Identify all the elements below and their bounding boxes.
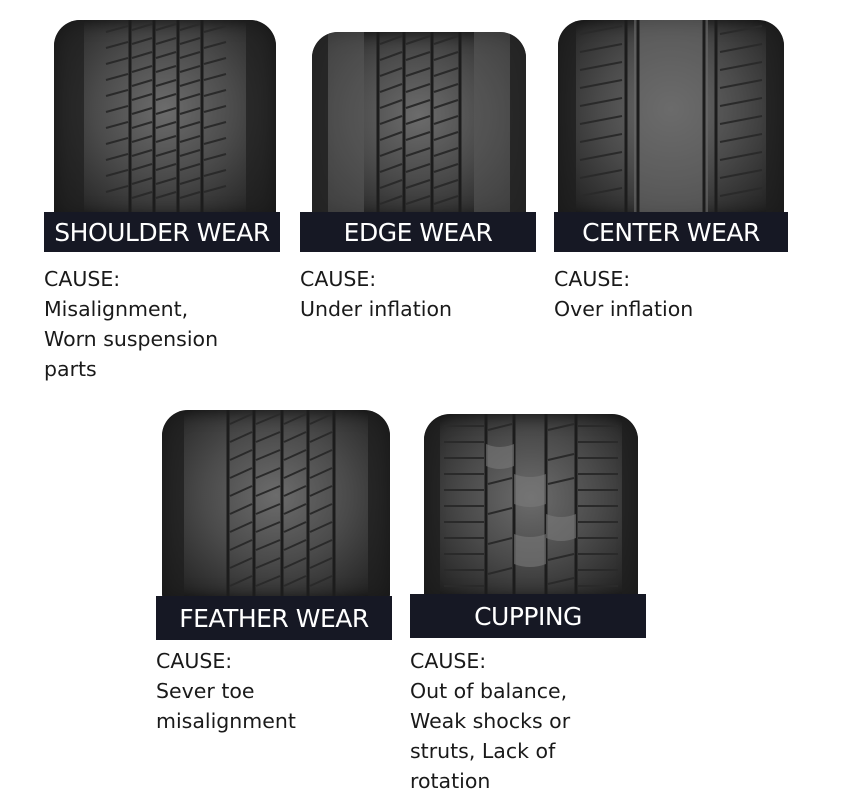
cause-line: Worn suspension (44, 327, 219, 351)
shoulder-wear-cause: CAUSE: Misalignment, Worn suspension par… (44, 264, 280, 384)
feather-wear-label: FEATHER WEAR (156, 596, 392, 640)
center-wear-label: CENTER WEAR (554, 212, 788, 252)
feather-wear-tire-image (162, 410, 390, 600)
shoulder-wear-label: SHOULDER WEAR (44, 212, 280, 252)
cause-line: Misalignment, (44, 297, 189, 321)
cause-line: Over inflation (554, 297, 694, 321)
edge-wear-tire-image (312, 32, 526, 218)
feather-wear-card: FEATHER WEAR CAUSE: Sever toe misalignme… (156, 410, 392, 740)
cause-line: Under inflation (300, 297, 452, 321)
cause-line: parts (44, 357, 97, 381)
cupping-tire-image (424, 414, 638, 600)
cause-line: Out of balance, (410, 679, 568, 703)
cupping-card: CUPPING CAUSE: Out of balance, Weak shoc… (410, 410, 646, 800)
edge-wear-card: EDGE WEAR CAUSE: Under inflation (300, 20, 536, 321)
shoulder-wear-tire-image (54, 20, 276, 218)
cause-line: struts, Lack of (410, 739, 556, 763)
cause-heading: CAUSE: (44, 267, 121, 291)
cause-line: Sever toe (156, 679, 255, 703)
cause-line: misalignment (156, 709, 296, 733)
cause-line: rotation (410, 769, 491, 793)
edge-wear-cause: CAUSE: Under inflation (300, 264, 536, 324)
cupping-label: CUPPING (410, 594, 646, 638)
cause-heading: CAUSE: (300, 267, 377, 291)
cupping-cause: CAUSE: Out of balance, Weak shocks or st… (410, 646, 646, 796)
center-wear-card: CENTER WEAR CAUSE: Over inflation (554, 20, 790, 321)
cause-line: Weak shocks or (410, 709, 571, 733)
cause-heading: CAUSE: (156, 649, 233, 673)
center-wear-tire-image (558, 20, 784, 218)
edge-wear-label: EDGE WEAR (300, 212, 536, 252)
cause-heading: CAUSE: (554, 267, 631, 291)
shoulder-wear-card: SHOULDER WEAR CAUSE: Misalignment, Worn … (44, 20, 280, 390)
cause-heading: CAUSE: (410, 649, 487, 673)
center-wear-cause: CAUSE: Over inflation (554, 264, 790, 324)
feather-wear-cause: CAUSE: Sever toe misalignment (156, 646, 392, 736)
